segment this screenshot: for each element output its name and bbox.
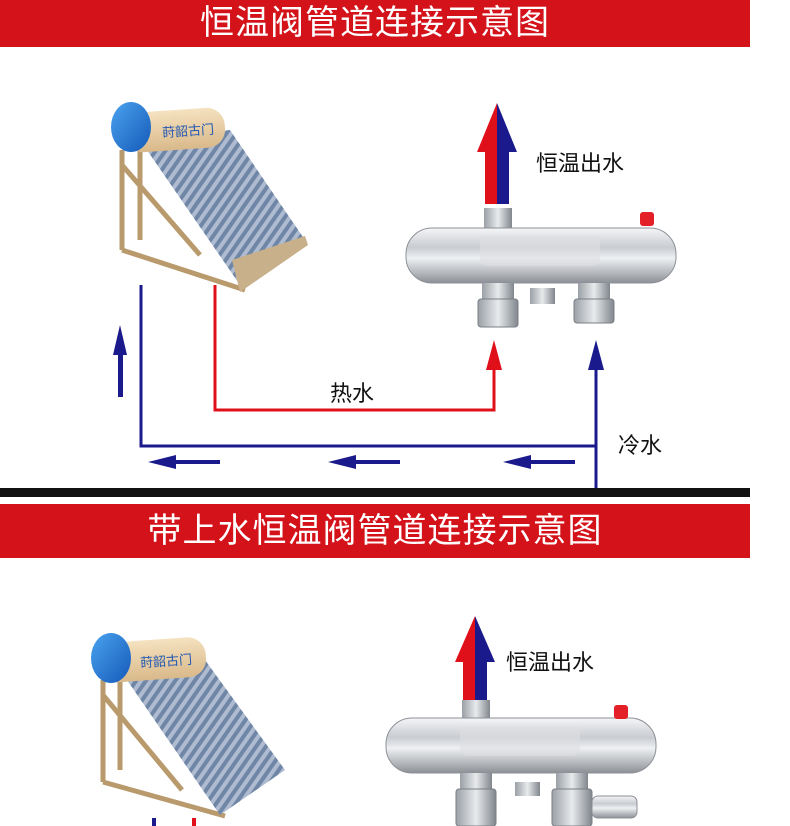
hot-water-label: 热水 xyxy=(330,376,374,408)
bottom-outlet-label: 恒温出水 xyxy=(506,645,594,677)
cold-arrow-up-icon xyxy=(588,340,604,370)
outlet-arrow-bottom xyxy=(455,616,495,700)
tank-cap-icon xyxy=(111,102,151,152)
cold-water-pipe-top xyxy=(141,285,596,446)
section-separator xyxy=(0,488,750,497)
left-up-arrow-icon xyxy=(113,325,127,397)
cold-water-label: 冷水 xyxy=(618,428,662,460)
cold-pipe-stub-bottom xyxy=(152,818,156,826)
outlet-arrow-top xyxy=(477,103,517,204)
title-banner-bottom: 带上水恒温阀管道连接示意图 xyxy=(0,504,750,558)
red-knob-icon xyxy=(640,212,654,226)
thermostatic-valve-top xyxy=(406,208,676,327)
top-outlet-label: 恒温出水 xyxy=(536,146,624,178)
red-knob-bottom-icon xyxy=(614,705,628,719)
tank-cap-bottom-icon xyxy=(91,633,131,683)
hot-arrow-icon xyxy=(486,340,502,370)
title-bottom-text: 带上水恒温阀管道连接示意图 xyxy=(148,511,603,551)
solar-heater-top: 莳韶古门 xyxy=(111,102,308,292)
solar-heater-bottom: 莳韶古门 xyxy=(91,633,285,816)
thermostatic-valve-bottom xyxy=(386,700,656,826)
flow-arrows-left xyxy=(148,455,575,469)
hot-pipe-stub-bottom xyxy=(192,818,196,826)
